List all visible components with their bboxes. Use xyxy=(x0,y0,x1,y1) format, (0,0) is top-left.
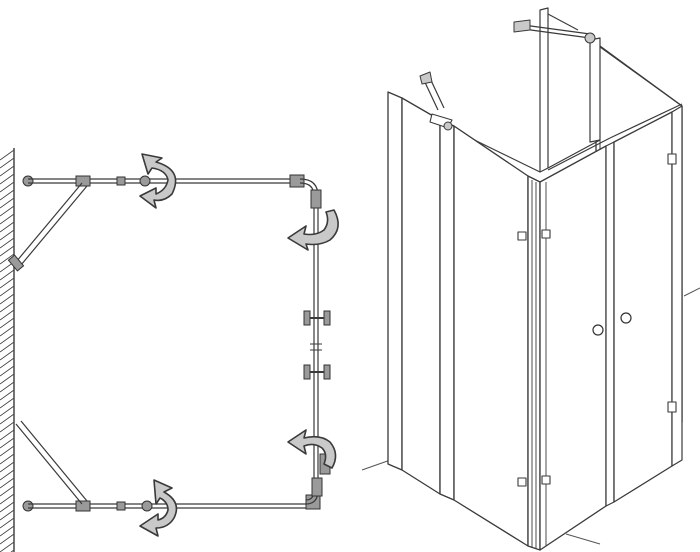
bar-clamp-bottom xyxy=(75,500,91,512)
hinge-side-top xyxy=(310,189,322,209)
hatch-line xyxy=(0,509,15,521)
fixed-panel-left xyxy=(387,91,455,501)
swing-arrow-top-left xyxy=(139,153,177,209)
pivot-bottom xyxy=(141,500,153,512)
hatch-line xyxy=(0,317,15,329)
stabilizer-bar-top xyxy=(7,182,88,272)
hatch-line xyxy=(0,269,15,281)
hatch-line xyxy=(0,221,15,233)
knob-left xyxy=(592,324,604,336)
hinges-iso xyxy=(517,153,677,487)
hatch-line xyxy=(0,357,15,369)
door-panel-right xyxy=(605,105,683,507)
door-handle-upper xyxy=(303,310,331,326)
hatch-line xyxy=(0,365,15,377)
hatch-line xyxy=(0,517,15,529)
swing-arrow-top-right xyxy=(287,209,339,251)
hatch-line xyxy=(0,253,15,265)
hatch-line xyxy=(0,469,15,481)
hinge-iso-1 xyxy=(517,231,527,241)
hatch-line xyxy=(0,461,15,473)
top-panel-run xyxy=(22,174,305,188)
wall-hatched xyxy=(0,148,15,552)
hinge-iso-3 xyxy=(517,477,527,487)
hatch-line xyxy=(0,453,15,465)
stabilizer-bar-iso-right xyxy=(513,13,596,44)
door-handle-lower xyxy=(303,364,331,380)
hatch-line xyxy=(0,525,15,537)
isometric-view xyxy=(361,7,700,551)
knob-right xyxy=(620,312,632,324)
corner-clamp-top xyxy=(289,174,305,188)
hatch-line xyxy=(0,501,15,513)
hatch-line xyxy=(0,429,15,441)
swing-arrow-bottom-left xyxy=(139,479,178,537)
hatch-line xyxy=(0,541,15,552)
hatch-line xyxy=(0,445,15,457)
hatch-line xyxy=(0,309,15,321)
hatch-line xyxy=(0,389,15,401)
hatch-line xyxy=(0,437,15,449)
hatch-line xyxy=(0,181,15,193)
hatch-line xyxy=(0,341,15,353)
stabilizer-bar-iso-left xyxy=(419,71,453,131)
hatch-line xyxy=(0,285,15,297)
hatch-line xyxy=(0,149,15,161)
hatch-line xyxy=(0,381,15,393)
hatch-line xyxy=(0,213,15,225)
hatch-line xyxy=(0,397,15,409)
stabilizer-bar-bottom xyxy=(15,420,88,505)
fixed-panel-front-left xyxy=(453,125,541,551)
hinge-iso-4 xyxy=(541,475,551,485)
hatch-line xyxy=(0,157,15,169)
hinge-iso-6 xyxy=(667,401,677,413)
hatch-line xyxy=(0,413,15,425)
hatch-line xyxy=(0,293,15,305)
hinge-bottom-a xyxy=(116,501,126,511)
pivot-top xyxy=(139,175,151,187)
hatch-line xyxy=(0,349,15,361)
bar-clamp-top xyxy=(75,175,91,187)
hinge-iso-2 xyxy=(541,229,551,239)
hinge-top-a xyxy=(116,176,126,186)
hatch-line xyxy=(0,245,15,257)
hatch-line xyxy=(0,237,15,249)
hatch-line xyxy=(0,229,15,241)
hatch-line xyxy=(0,333,15,345)
door-panel-left xyxy=(539,145,607,551)
swing-arrow-bottom-right xyxy=(287,429,337,469)
wall-mount-top xyxy=(7,254,25,272)
hatch-line xyxy=(0,277,15,289)
hatch-line xyxy=(0,165,15,177)
hatch-line xyxy=(0,477,15,489)
hatch-line xyxy=(0,205,15,217)
hatch-line xyxy=(0,301,15,313)
hatch-line xyxy=(0,493,15,505)
hatch-line xyxy=(0,325,15,337)
wall-bracket-top xyxy=(22,175,34,187)
hatch-line xyxy=(0,189,15,201)
plan-view xyxy=(0,148,339,552)
hatch-line xyxy=(0,173,15,185)
hinge-side-bottom-b xyxy=(311,477,323,497)
hinge-iso-5 xyxy=(667,153,677,165)
hatch-line xyxy=(0,533,15,545)
door-knobs xyxy=(592,312,632,336)
wall-bracket-bottom xyxy=(22,500,34,512)
hatch-line xyxy=(0,421,15,433)
door-handles-plan xyxy=(303,310,331,380)
hatch-line xyxy=(0,373,15,385)
hatch-line xyxy=(0,405,15,417)
hatch-line xyxy=(0,485,15,497)
hatch-line xyxy=(0,197,15,209)
